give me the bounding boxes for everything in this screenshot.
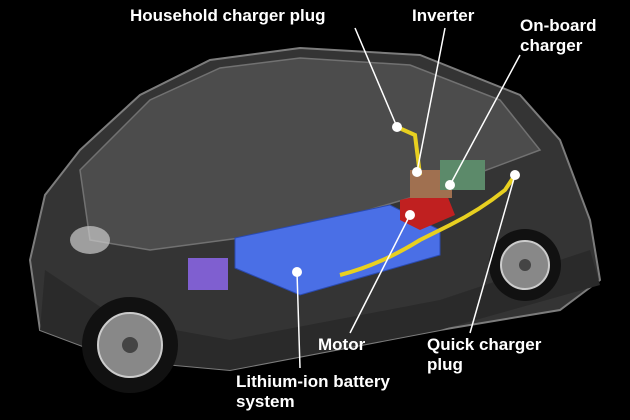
label-line: plug <box>427 355 463 374</box>
label-line: On-board <box>520 16 597 35</box>
label-line: Lithium-ion battery <box>236 372 390 391</box>
label-onboard-charger: On-board charger <box>520 16 597 56</box>
label-motor: Motor <box>318 335 366 354</box>
car-glass <box>79 57 542 251</box>
aux-box <box>188 258 228 290</box>
motor-unit <box>400 190 455 230</box>
dot-battery <box>292 267 302 277</box>
dot-quick-plug <box>510 170 520 180</box>
car-lower-body <box>40 250 600 370</box>
label-inverter: Inverter <box>412 6 475 25</box>
dot-charger <box>445 180 455 190</box>
label-battery-system: Lithium-ion battery system <box>236 372 390 412</box>
headlight <box>70 226 110 254</box>
dot-inverter <box>412 167 422 177</box>
front-wheel <box>82 297 178 393</box>
label-household-charger-plug: Household charger plug <box>130 6 326 25</box>
battery-pack <box>234 204 441 296</box>
dot-motor <box>405 210 415 220</box>
dot-household-plug <box>392 122 402 132</box>
rear-wheel <box>489 229 561 301</box>
car-body <box>28 46 602 372</box>
label-line: charger <box>520 36 583 55</box>
label-line: Quick charger <box>427 335 542 354</box>
label-line: system <box>236 392 295 411</box>
label-quick-charger-plug: Quick charger plug <box>427 335 541 375</box>
